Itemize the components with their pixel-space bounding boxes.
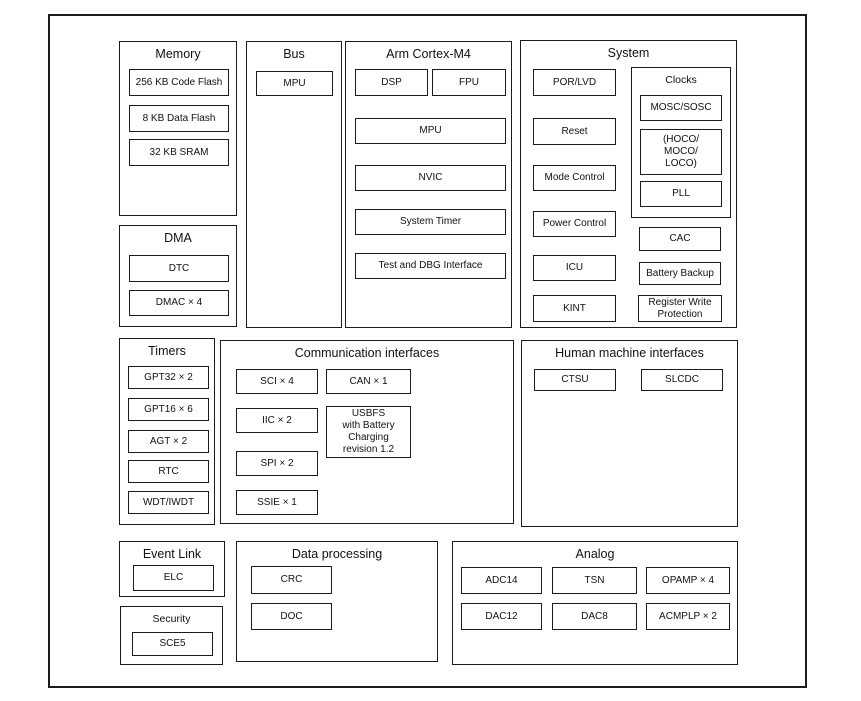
cortex-title: Arm Cortex-M4 xyxy=(386,47,471,61)
block-code-flash: 256 KB Code Flash xyxy=(129,69,229,96)
block-system-timer: System Timer xyxy=(355,209,506,235)
block-cac: CAC xyxy=(639,227,721,251)
block-gpt16: GPT16 × 6 xyxy=(128,398,209,421)
block-ssie: SSIE × 1 xyxy=(236,490,318,515)
comm-title: Communication interfaces xyxy=(294,346,440,360)
block-doc: DOC xyxy=(251,603,332,630)
block-dac12: DAC12 xyxy=(461,603,542,630)
block-mosc-sosc: MOSC/SOSC xyxy=(640,95,722,121)
analog-title: Analog xyxy=(575,547,615,561)
block-test-dbg-interface: Test and DBG Interface xyxy=(355,253,506,279)
section-timers: Timers GPT32 × 2 GPT16 × 6 AGT × 2 RTC W… xyxy=(119,338,215,525)
block-usbfs: USBFS with Battery Charging revision 1.2 xyxy=(326,406,411,458)
block-wdt-iwdt: WDT/IWDT xyxy=(128,491,209,514)
section-analog: Analog ADC14 TSN OPAMP × 4 DAC12 DAC8 AC… xyxy=(452,541,738,665)
section-bus: Bus MPU xyxy=(246,41,342,328)
block-power-control: Power Control xyxy=(533,211,616,237)
subsection-clocks: Clocks MOSC/SOSC (HOCO/ MOCO/ LOCO) PLL xyxy=(631,67,731,218)
block-fpu: FPU xyxy=(432,69,506,96)
block-dtc: DTC xyxy=(129,255,229,282)
block-agt: AGT × 2 xyxy=(128,430,209,453)
block-register-write-protection: Register Write Protection xyxy=(638,295,722,322)
section-data-processing: Data processing CRC DOC xyxy=(236,541,438,662)
memory-title: Memory xyxy=(155,47,201,61)
block-por-lvd: POR/LVD xyxy=(533,69,616,96)
block-elc: ELC xyxy=(133,565,214,591)
block-iic: IIC × 2 xyxy=(236,408,318,433)
block-bus-mpu: MPU xyxy=(256,71,333,96)
section-dma: DMA DTC DMAC × 4 xyxy=(119,225,237,327)
block-reset: Reset xyxy=(533,118,616,145)
section-comm-interfaces: Communication interfaces SCI × 4 IIC × 2… xyxy=(220,340,514,524)
data-processing-title: Data processing xyxy=(291,547,383,561)
section-hmi: Human machine interfaces CTSU SLCDC xyxy=(521,340,738,527)
block-mode-control: Mode Control xyxy=(533,165,616,191)
block-icu: ICU xyxy=(533,255,616,281)
block-tsn: TSN xyxy=(552,567,637,594)
clocks-title: Clocks xyxy=(665,74,697,86)
hmi-title: Human machine interfaces xyxy=(555,346,704,360)
section-cortex: Arm Cortex-M4 DSP FPU MPU NVIC System Ti… xyxy=(345,41,512,328)
block-crc: CRC xyxy=(251,566,332,594)
section-security: Security SCE5 xyxy=(120,606,223,665)
mcu-block-diagram-frame: Memory 256 KB Code Flash 8 KB Data Flash… xyxy=(48,14,807,688)
block-hoco-moco-loco: (HOCO/ MOCO/ LOCO) xyxy=(640,129,722,175)
section-memory: Memory 256 KB Code Flash 8 KB Data Flash… xyxy=(119,41,237,216)
block-pll: PLL xyxy=(640,181,722,207)
event-link-title: Event Link xyxy=(142,547,202,561)
block-battery-backup: Battery Backup xyxy=(639,262,721,285)
block-dac8: DAC8 xyxy=(552,603,637,630)
block-adc14: ADC14 xyxy=(461,567,542,594)
block-sce5: SCE5 xyxy=(132,632,213,656)
block-acmplp: ACMPLP × 2 xyxy=(646,603,730,630)
dma-title: DMA xyxy=(164,231,192,245)
section-system: System POR/LVD Reset Mode Control Power … xyxy=(520,40,737,328)
block-kint: KINT xyxy=(533,295,616,322)
block-opamp: OPAMP × 4 xyxy=(646,567,730,594)
block-sci: SCI × 4 xyxy=(236,369,318,394)
block-cortex-mpu: MPU xyxy=(355,118,506,144)
block-data-flash: 8 KB Data Flash xyxy=(129,105,229,132)
block-gpt32: GPT32 × 2 xyxy=(128,366,209,389)
block-sram: 32 KB SRAM xyxy=(129,139,229,166)
security-title: Security xyxy=(152,613,191,625)
block-spi: SPI × 2 xyxy=(236,451,318,476)
section-event-link: Event Link ELC xyxy=(119,541,225,597)
bus-title: Bus xyxy=(283,47,305,61)
block-nvic: NVIC xyxy=(355,165,506,191)
system-title: System xyxy=(607,46,650,60)
block-ctsu: CTSU xyxy=(534,369,616,391)
timers-title: Timers xyxy=(148,344,186,358)
block-dsp: DSP xyxy=(355,69,428,96)
block-dmac: DMAC × 4 xyxy=(129,290,229,316)
block-rtc: RTC xyxy=(128,460,209,483)
block-slcdc: SLCDC xyxy=(641,369,723,391)
block-can: CAN × 1 xyxy=(326,369,411,394)
